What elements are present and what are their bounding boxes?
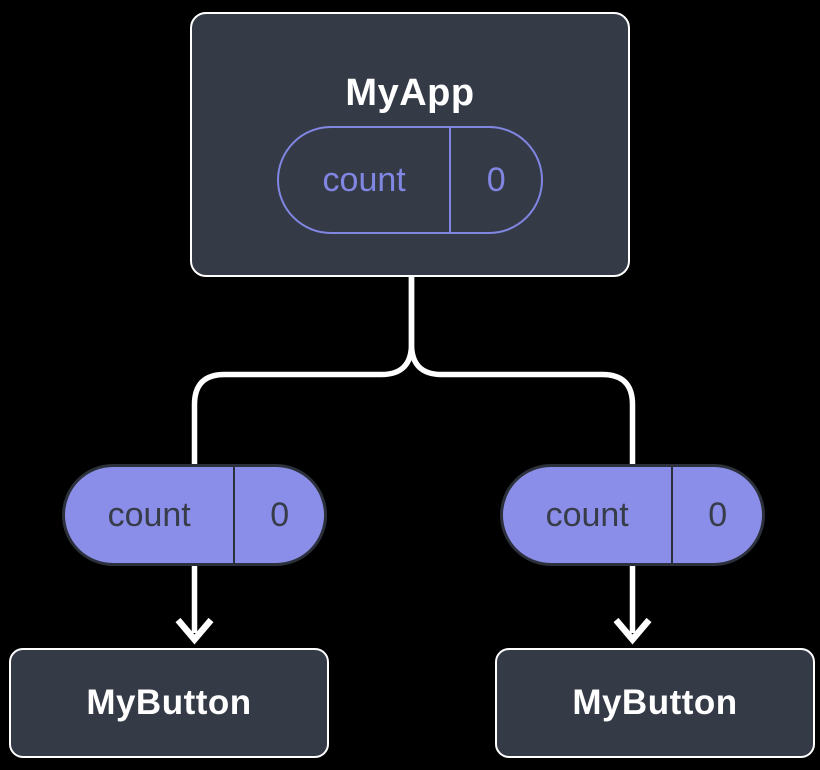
state-pill-value: 0 <box>449 128 541 232</box>
prop-pill-right-value: 0 <box>671 467 762 563</box>
prop-pill-left: count 0 <box>62 464 327 566</box>
arrowhead-right-icon <box>613 617 652 645</box>
prop-pill-right-key: count <box>545 495 629 534</box>
arrowhead-left-icon <box>175 617 214 645</box>
prop-pill-left-key: count <box>107 495 191 534</box>
prop-pill-right: count 0 <box>500 464 765 566</box>
state-pill-count: count 0 <box>277 126 543 234</box>
node-mybutton-left-title: MyButton <box>86 683 252 722</box>
node-mybutton-right: MyButton <box>495 648 815 758</box>
node-mybutton-left: MyButton <box>9 648 329 758</box>
node-myapp-title: MyApp <box>345 72 475 114</box>
connector-right-branch <box>408 277 636 633</box>
prop-pill-left-value: 0 <box>233 467 324 563</box>
node-mybutton-right-title: MyButton <box>572 683 738 722</box>
state-pill-key: count <box>322 160 406 199</box>
connector-left-branch <box>191 277 415 633</box>
